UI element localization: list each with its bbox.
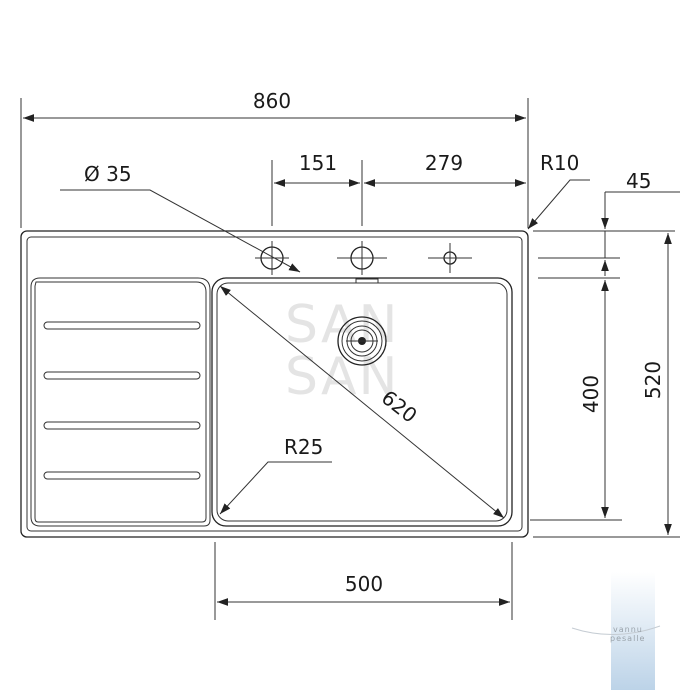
overall-width-label: 860 [253,89,291,113]
dimension-bowl-radius: R25 [219,435,332,515]
tap-holes [255,241,472,275]
tap-offset-2-label: 279 [425,151,463,175]
tap-hole-1 [255,241,289,275]
dimension-bowl-height: 400 [530,280,622,521]
drainer-board [30,277,211,527]
sink-inner-rim [26,236,523,532]
dimension-overall-width: 860 [20,89,529,228]
bowl-radius-label: R25 [284,435,323,459]
bowl-outer-edge [211,277,513,527]
drainer-groove [43,371,201,380]
dimension-deck-height: 45 [533,169,680,279]
drainer-inner-outline [34,281,207,523]
drainer-groove [43,471,201,480]
brand-logo: vannu pesalle [571,572,661,690]
overflow-slot [355,278,379,284]
overall-height-label: 520 [641,361,665,399]
drainer-groove [43,421,201,430]
sink-outline [20,230,529,538]
outer-radius-label: R10 [540,151,579,175]
drainer-groove [43,321,201,330]
tap-offset-1-label: 151 [299,151,337,175]
bowl-height-label: 400 [579,375,603,413]
dimension-overall-height: 520 [533,233,680,538]
dimension-bowl-width: 500 [214,542,513,620]
watermark: SAN SAN [285,295,397,407]
tap-hole-3 [428,243,472,273]
dimension-outer-radius: R10 [527,151,590,230]
sink-bowl [211,277,513,527]
logo-text-line-1: vannu [613,625,643,634]
drainer-outline [30,277,211,527]
bowl-width-label: 500 [345,572,383,596]
sink-outer-rim [20,230,529,538]
tap-hole-diameter-label: Ø 35 [84,162,132,186]
dimension-tap-hole-diameter: Ø 35 [60,162,301,273]
dimension-tap-offsets: 151 279 [271,151,526,226]
logo-panel [611,572,655,690]
tap-hole-2 [337,241,387,275]
logo-text-line-2: pesalle [610,634,645,643]
deck-height-label: 45 [626,169,651,193]
